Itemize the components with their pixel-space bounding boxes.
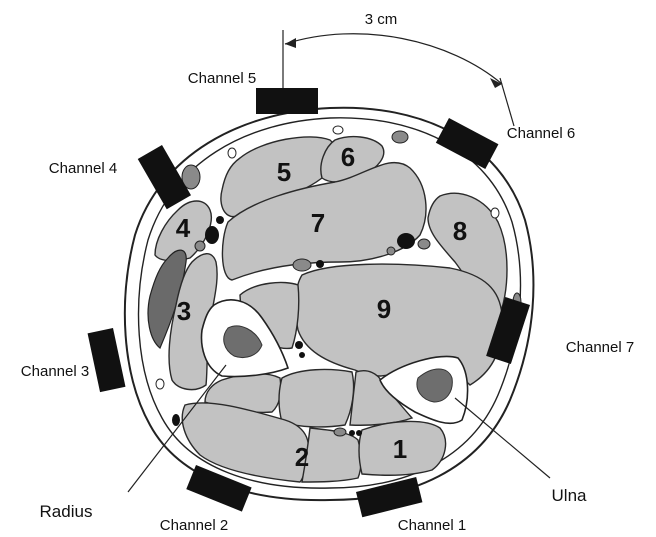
muscle-label-2: 2 — [295, 442, 309, 472]
channel-7-label: Channel 7 — [566, 339, 634, 356]
electrode-channel-5 — [256, 88, 318, 114]
vessel — [334, 428, 346, 436]
muscle-label-6: 6 — [341, 142, 355, 172]
vessel — [195, 241, 205, 251]
electrode-channel-3 — [88, 328, 126, 392]
vessel — [228, 148, 236, 158]
vessel — [356, 430, 362, 436]
vessel — [349, 430, 355, 436]
vessel — [333, 126, 343, 134]
vessel — [295, 341, 303, 349]
channel-6-label: Channel 6 — [507, 125, 575, 142]
vessel — [299, 352, 305, 358]
channel-2-label: Channel 2 — [160, 517, 228, 534]
muscle-label-7: 7 — [311, 208, 325, 238]
muscle-label-9: 9 — [377, 294, 391, 324]
muscle-label-8: 8 — [453, 216, 467, 246]
vessel — [172, 414, 180, 426]
radius-label: Radius — [40, 502, 93, 521]
channel-1-label: Channel 1 — [398, 517, 466, 534]
vessel — [418, 239, 430, 249]
muscle-label-1: 1 — [393, 434, 407, 464]
vessel — [216, 216, 224, 224]
ulna-label: Ulna — [552, 486, 588, 505]
vessel — [397, 233, 415, 249]
muscle-label-5: 5 — [277, 157, 291, 187]
vessel — [156, 379, 164, 389]
muscle-2b — [302, 428, 361, 482]
muscle-deep-center — [279, 370, 354, 427]
muscle-label-4: 4 — [176, 213, 191, 243]
channel-3-label: Channel 3 — [21, 363, 89, 380]
vessel — [316, 260, 324, 268]
muscle-label-3: 3 — [177, 296, 191, 326]
vessel — [293, 259, 311, 271]
vessel — [392, 131, 408, 143]
vessel — [491, 208, 499, 218]
vessel — [387, 247, 395, 255]
channel-5-label: Channel 5 — [188, 70, 256, 87]
channel-4-label: Channel 4 — [49, 160, 117, 177]
distance-label: 3 cm — [365, 11, 398, 28]
vessel — [205, 226, 219, 244]
